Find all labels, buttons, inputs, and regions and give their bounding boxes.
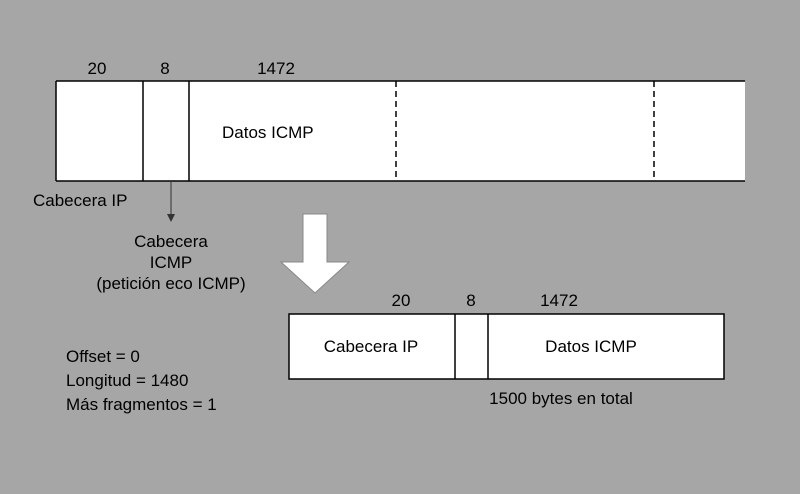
fragment-length-text: Longitud = 1480 [66, 371, 189, 390]
fragment-offset-text: Offset = 0 [66, 347, 140, 366]
original-ip-size-label: 20 [87, 59, 107, 78]
fragment-total-label: 1500 bytes en total [489, 389, 633, 408]
down-arrow-icon [279, 213, 351, 294]
fragment-ip-label: Cabecera IP [323, 337, 419, 356]
fragment-packet-box [288, 313, 725, 380]
original-data-label: Datos ICMP [222, 123, 314, 142]
fragment-icmp-size-label: 8 [466, 291, 476, 310]
original-ip-header-label: Cabecera IP [33, 191, 128, 210]
fragment-ip-size-label: 20 [391, 291, 411, 310]
fragment-more-fragments-text: Más fragmentos = 1 [66, 395, 217, 414]
original-icmp-size-label: 8 [160, 59, 170, 78]
original-data-size-label: 1472 [257, 59, 295, 78]
original-icmp-header-label: Cabecera ICMP (petición eco ICMP) [96, 232, 246, 293]
fragment-data-size-label: 1472 [540, 291, 578, 310]
icmp-header-pointer-arrowhead [167, 214, 175, 222]
fragment-data-label: Datos ICMP [545, 337, 637, 356]
original-packet-box [56, 81, 745, 181]
